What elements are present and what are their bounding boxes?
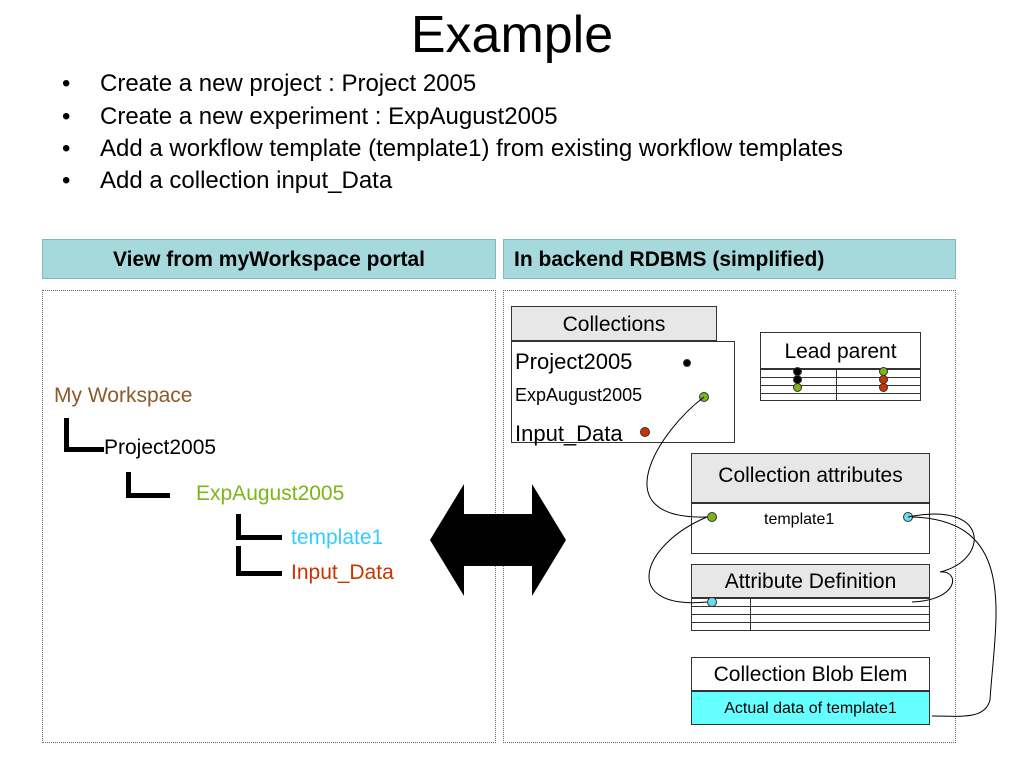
tree-connector-icon	[236, 514, 282, 540]
bullet-icon: •	[62, 70, 71, 97]
bullet-icon: •	[62, 167, 71, 194]
collection-blob-title: Collection Blob Elem	[691, 657, 930, 691]
bullet-text: Create a new project : Project 2005	[100, 70, 477, 97]
bullet-item: • Add a workflow template (template1) fro…	[62, 136, 962, 162]
collection-attributes-table	[691, 503, 930, 554]
table-gridline	[691, 606, 930, 607]
collection-blob-value: Actual data of template1	[691, 691, 930, 725]
bullet-text: Add a collection input_Data	[100, 167, 393, 194]
bullet-item: • Create a new project : Project 2005	[62, 70, 962, 98]
table-gridline	[760, 385, 921, 386]
collection-attributes-title: Collection attributes	[691, 453, 930, 503]
table-gridline	[691, 614, 930, 615]
tree-connector-icon	[64, 418, 104, 452]
bullet-icon: •	[62, 135, 71, 162]
tree-connector-icon	[236, 546, 282, 576]
table-gridline	[750, 598, 751, 631]
red-dot-icon	[640, 427, 650, 437]
bullet-icon: •	[62, 103, 71, 130]
bullet-list: • Create a new project : Project 2005 • Cr…	[62, 70, 962, 200]
tree-root-my-workspace[interactable]: My Workspace	[54, 384, 193, 407]
bullet-text: Add a workflow template (template1) from…	[100, 135, 843, 162]
green-dot-icon	[793, 383, 802, 392]
tree-node-input-data[interactable]: Input_Data	[291, 561, 394, 584]
tree-connector-icon	[126, 472, 170, 498]
red-dot-icon	[879, 383, 888, 392]
tree-node-experiment[interactable]: ExpAugust2005	[196, 482, 345, 505]
table-gridline	[836, 369, 837, 401]
bullet-item: • Add a collection input_Data	[62, 167, 962, 195]
attribute-definition-title: Attribute Definition	[691, 564, 930, 598]
right-panel-header: In backend RDBMS (simplified)	[503, 239, 956, 279]
collections-row-experiment: ExpAugust2005	[515, 385, 643, 405]
collections-table-title: Collections	[511, 306, 717, 341]
black-dot-icon	[683, 359, 691, 367]
tree-node-project[interactable]: Project2005	[104, 436, 217, 459]
connector-line	[646, 396, 708, 518]
collections-table	[511, 341, 735, 443]
double-headed-arrow-icon	[430, 484, 566, 596]
collection-attribute-value: template1	[764, 511, 835, 528]
bullet-text: Create a new experiment : ExpAugust2005	[100, 103, 558, 130]
connector-line	[648, 516, 708, 604]
slide-title: Example	[410, 6, 614, 64]
lead-parent-table-title: Lead parent	[760, 332, 921, 369]
table-gridline	[760, 393, 921, 394]
collections-row-project: Project2005	[515, 349, 633, 374]
bullet-item: • Create a new experiment : ExpAugust2005	[62, 103, 962, 131]
tree-node-template[interactable]: template1	[291, 526, 384, 549]
collections-row-input-data: Input_Data	[515, 421, 623, 446]
left-panel-header: View from myWorkspace portal	[42, 239, 496, 279]
green-dot-icon	[707, 512, 717, 522]
table-gridline	[691, 622, 930, 623]
connector-line	[907, 513, 975, 603]
connector-line	[911, 516, 997, 717]
table-gridline	[760, 377, 921, 378]
cyan-dot-icon	[707, 597, 717, 607]
